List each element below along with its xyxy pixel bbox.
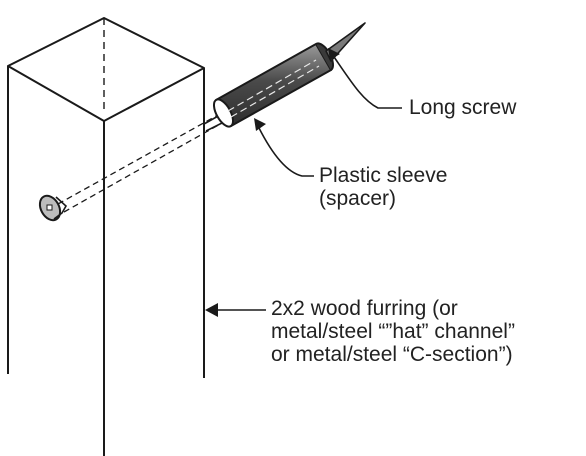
screw-head <box>38 194 68 222</box>
leader-lines <box>212 53 402 311</box>
furring-arrow <box>205 303 218 317</box>
sleeve-inner-shaft <box>227 59 320 118</box>
plastic-sleeve-label: Plastic sleeve (spacer) <box>319 164 448 210</box>
screw-hidden-shaft <box>57 114 223 213</box>
leader-arrowheads <box>205 48 340 317</box>
furring-label: 2x2 wood furring (or metal/steel “”hat” … <box>271 297 515 366</box>
post-top-face <box>7 17 205 122</box>
long-screw-label: Long screw <box>409 96 517 119</box>
screw-tip <box>325 22 366 62</box>
furring-post <box>7 17 205 456</box>
plastic-sleeve-leader <box>257 125 314 177</box>
long-screw-arrow <box>328 48 340 60</box>
plastic-sleeve <box>212 42 335 128</box>
plastic-sleeve-arrow <box>254 118 266 131</box>
long-screw-leader <box>331 53 402 109</box>
